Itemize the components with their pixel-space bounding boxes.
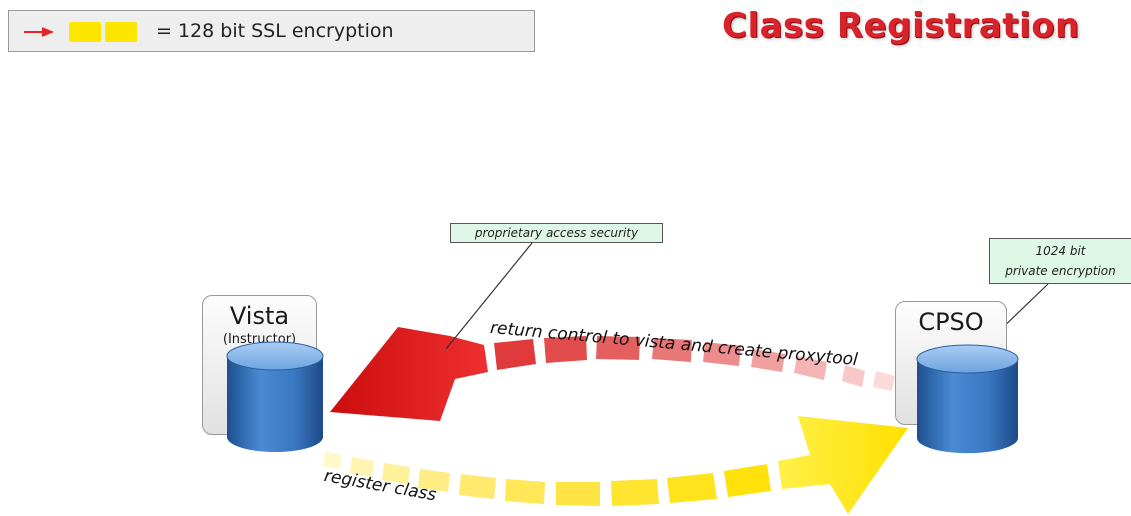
red-arrow-icon xyxy=(24,27,54,37)
return-arrow-segment xyxy=(873,371,895,391)
register-arrow-segment xyxy=(459,474,496,499)
register-arrow-head xyxy=(778,416,908,514)
yellow-swatch-icon xyxy=(105,22,137,42)
security-callout-leader xyxy=(445,242,533,350)
register-arrow-segment xyxy=(505,479,545,504)
return-arrow-head xyxy=(330,327,488,421)
legend-text: = 128 bit SSL encryption xyxy=(156,20,394,42)
return-arrow-segment xyxy=(703,342,741,366)
page-title: Class Registration xyxy=(722,6,1080,46)
register-arrow-segment xyxy=(323,452,342,469)
return-arrow-segment xyxy=(494,339,536,370)
register-arrow-segment xyxy=(611,479,659,506)
register-arrow-segment xyxy=(382,463,410,484)
return-arrow-segment xyxy=(794,356,827,380)
return-arrow-segment xyxy=(652,338,692,362)
encryption-callout-line1: 1024 bit xyxy=(1035,244,1086,258)
return-arrow-segment xyxy=(544,336,587,363)
encryption-callout-line2: private encryption xyxy=(1005,264,1116,278)
register-arrow-segment xyxy=(667,473,717,503)
return-arrow-segment xyxy=(842,365,865,387)
register-arrow-segment xyxy=(418,469,450,492)
cpso-title: CPSO xyxy=(918,308,984,336)
cpso-database-icon xyxy=(916,344,1019,454)
vista-title: Vista xyxy=(229,302,290,330)
security-callout: proprietary access security xyxy=(450,223,663,243)
register-arrow-head xyxy=(724,464,771,497)
return-arrow-segment xyxy=(596,336,640,360)
register-arrow-segment xyxy=(556,482,600,506)
vista-database-icon xyxy=(226,341,324,452)
register-arrow-segment xyxy=(350,457,374,477)
legend: = 128 bit SSL encryption xyxy=(8,10,535,52)
encryption-callout: 1024 bit private encryption xyxy=(989,238,1131,284)
yellow-swatch-icon xyxy=(69,22,101,42)
return-arrow-segment xyxy=(751,349,785,372)
